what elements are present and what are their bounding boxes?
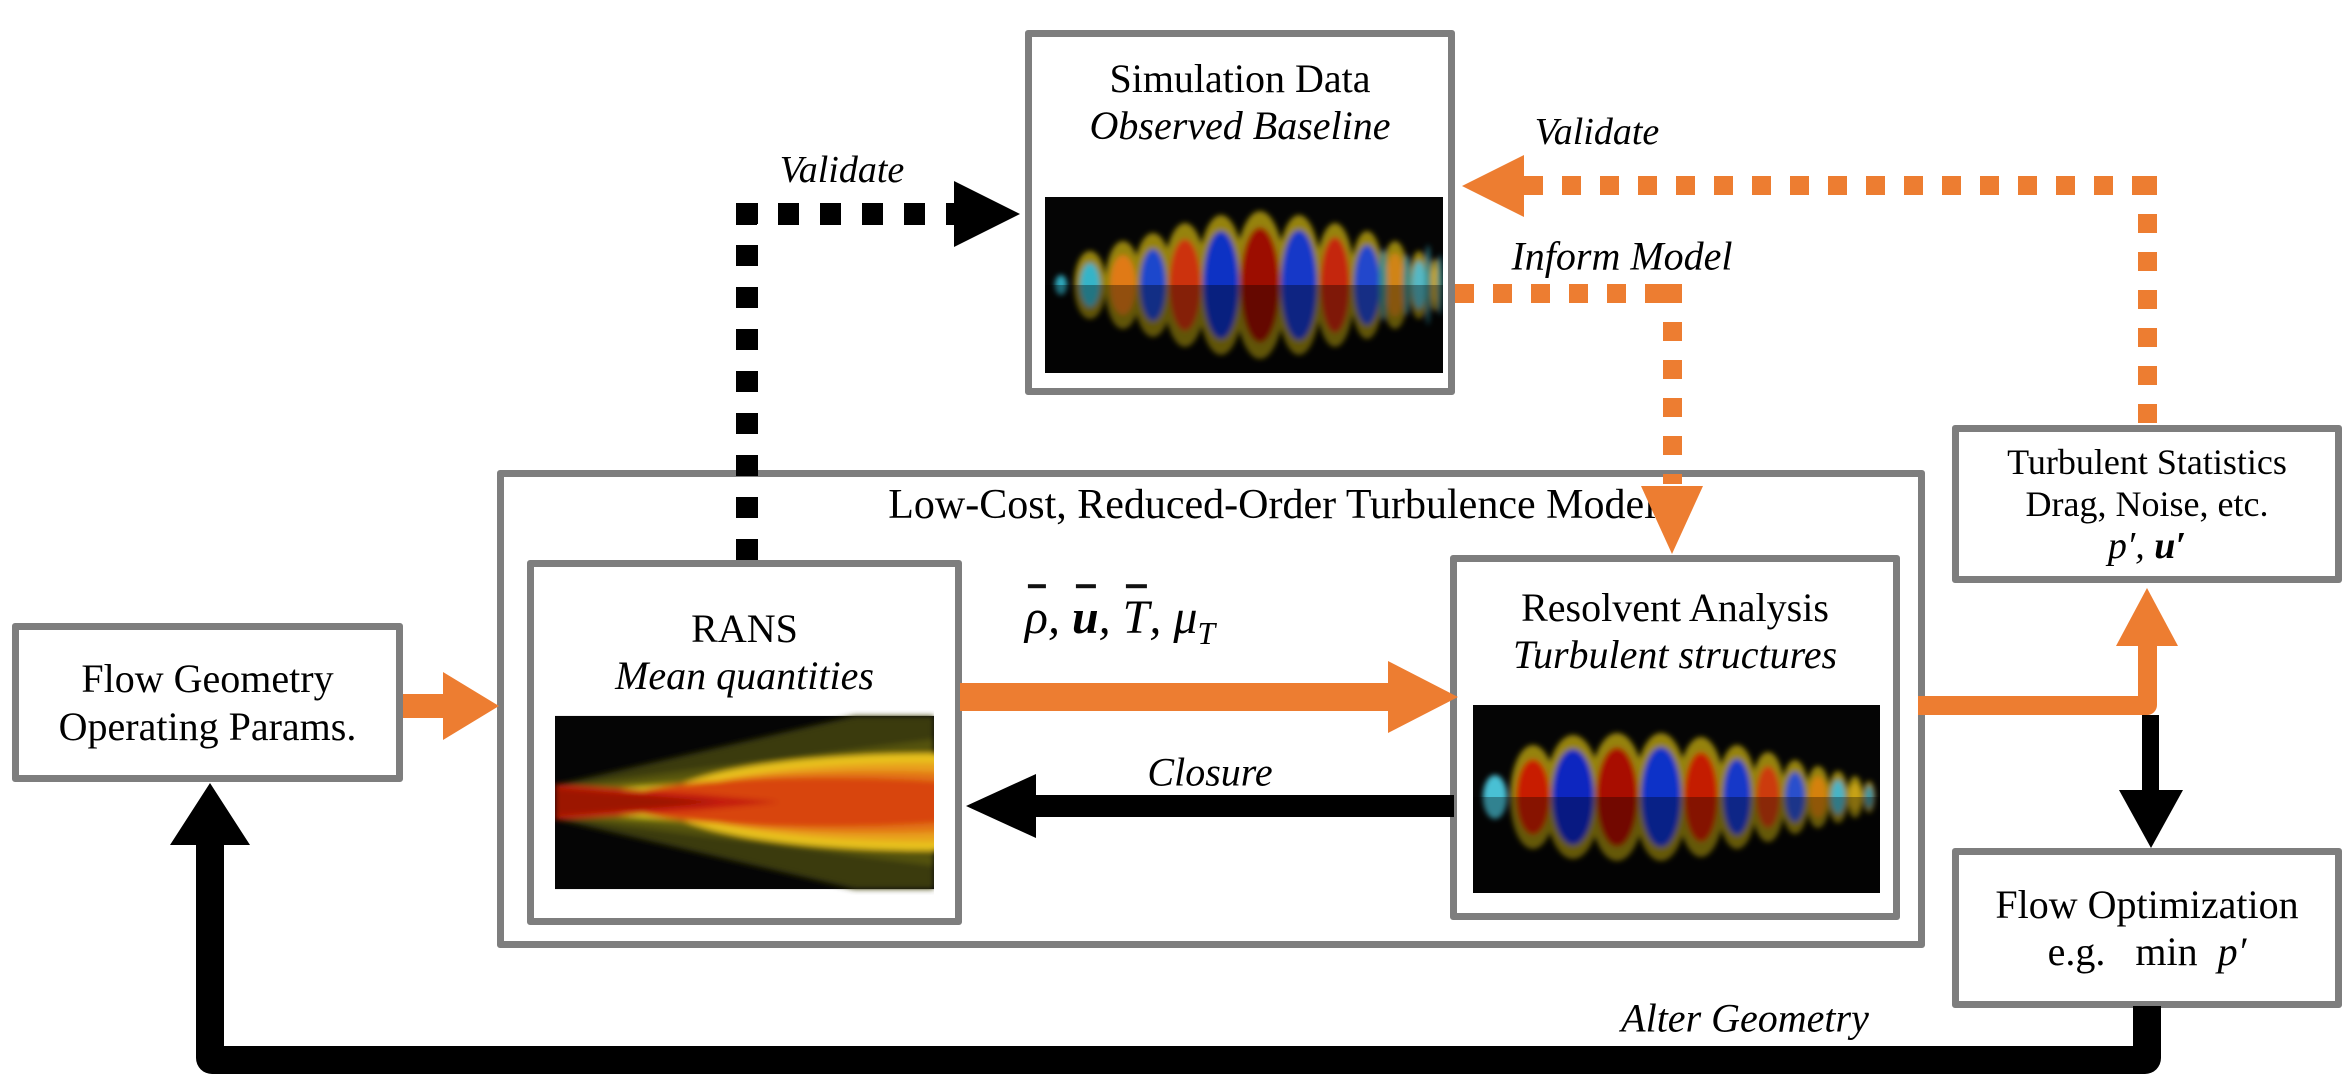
model-to-statistics-arrow-vertical: [2138, 642, 2157, 704]
alter-geometry-arrowhead-icon: [170, 783, 250, 845]
closure-arrow: [1036, 795, 1454, 817]
statistics-to-optimization-arrow: [2142, 715, 2159, 795]
rans-box: RANS Mean quantities: [527, 560, 962, 925]
model-to-statistics-arrowhead-icon: [2116, 588, 2178, 646]
rans-outputs-label: ρ, u, T, μT: [1025, 582, 1215, 652]
turbulent-statistics-math: p′, u′: [1959, 524, 2335, 568]
turbulent-statistics-line2: Drag, Noise, etc.: [2025, 484, 2269, 525]
flow-optimization-box: Flow Optimization e.g. min p′: [1952, 848, 2342, 1008]
turbulence-model-title: Low-Cost, Reduced-Order Turbulence Model: [888, 482, 1656, 529]
rans-subtitle: Mean quantities: [615, 653, 874, 699]
resolvent-title: Resolvent Analysis: [1521, 585, 1829, 630]
flow-optimization-line2: e.g. min p′: [1959, 928, 2335, 975]
alter-geometry-label: Alter Geometry: [1621, 995, 1869, 1041]
validate-orange-arrowhead-icon: [1462, 155, 1524, 217]
validate-orange-label: Validate: [1534, 111, 1660, 153]
resolvent-modes-image: [1473, 705, 1880, 893]
simulation-data-title: Simulation Data: [1109, 56, 1371, 101]
inform-model-arrow-vertical: [1663, 284, 1682, 484]
flow-geometry-line2: Operating Params.: [58, 703, 357, 749]
flow-geometry-line1: Flow Geometry: [81, 656, 334, 702]
flow-optimization-line1: Flow Optimization: [1995, 881, 2299, 927]
turbulent-statistics-line1: Turbulent Statistics: [2007, 441, 2287, 482]
resolvent-box: Resolvent Analysis Turbulent structures: [1450, 555, 1900, 920]
comma: ,: [1149, 591, 1162, 645]
rans-to-resolvent-arrowhead-icon: [1388, 661, 1458, 733]
rans-title: RANS: [691, 606, 798, 651]
simulation-flow-image: [1045, 197, 1443, 373]
validate-black-arrow-horizontal: [736, 203, 954, 225]
inform-model-label: Inform Model: [1511, 233, 1733, 279]
alter-geometry-path-left-vertical: [196, 844, 224, 1054]
mu-t-symbol: μT: [1173, 591, 1215, 651]
validate-orange-arrow-horizontal: [1524, 176, 2157, 195]
min-p-prime-symbol: p′: [2217, 929, 2247, 974]
rho-bar-symbol: ρ: [1025, 582, 1048, 645]
inform-model-arrow-horizontal: [1455, 284, 1670, 303]
closure-label: Closure: [1147, 749, 1273, 795]
p-prime-symbol: p′,: [2107, 524, 2145, 567]
rans-mean-flow-image: [555, 710, 934, 895]
resolvent-subtitle: Turbulent structures: [1512, 632, 1838, 678]
simulation-data-subtitle: Observed Baseline: [1089, 103, 1391, 149]
statistics-to-optimization-arrowhead-icon: [2119, 790, 2183, 848]
mu-subscript: T: [1197, 615, 1216, 651]
mu-symbol: μ: [1173, 591, 1198, 645]
inform-model-arrowhead-icon: [1641, 486, 1703, 554]
eg-text: e.g.: [2047, 929, 2106, 974]
model-to-statistics-arrow-horizontal: [1918, 696, 2157, 715]
geometry-to-model-arrowhead-icon: [443, 672, 499, 740]
comma: ,: [1098, 591, 1111, 645]
u-prime-symbol: u′: [2154, 524, 2187, 567]
u-bar-symbol: u: [1072, 582, 1099, 645]
alter-geometry-path-horizontal: [196, 1046, 2161, 1074]
validate-black-arrowhead-icon: [954, 181, 1020, 247]
closure-arrowhead-icon: [966, 774, 1036, 838]
rans-to-resolvent-arrow: [960, 683, 1392, 711]
t-bar-symbol: T: [1123, 582, 1149, 645]
flow-geometry-box: Flow Geometry Operating Params.: [12, 623, 403, 782]
validate-black-arrow-vertical: [736, 203, 758, 565]
comma: ,: [1047, 591, 1060, 645]
validate-black-label: Validate: [779, 149, 905, 191]
turbulent-statistics-box: Turbulent Statistics Drag, Noise, etc. p…: [1952, 425, 2342, 583]
validate-orange-arrow-vertical: [2138, 176, 2157, 423]
min-text: min: [2135, 929, 2198, 974]
simulation-data-box: Simulation Data Observed Baseline: [1025, 30, 1455, 395]
